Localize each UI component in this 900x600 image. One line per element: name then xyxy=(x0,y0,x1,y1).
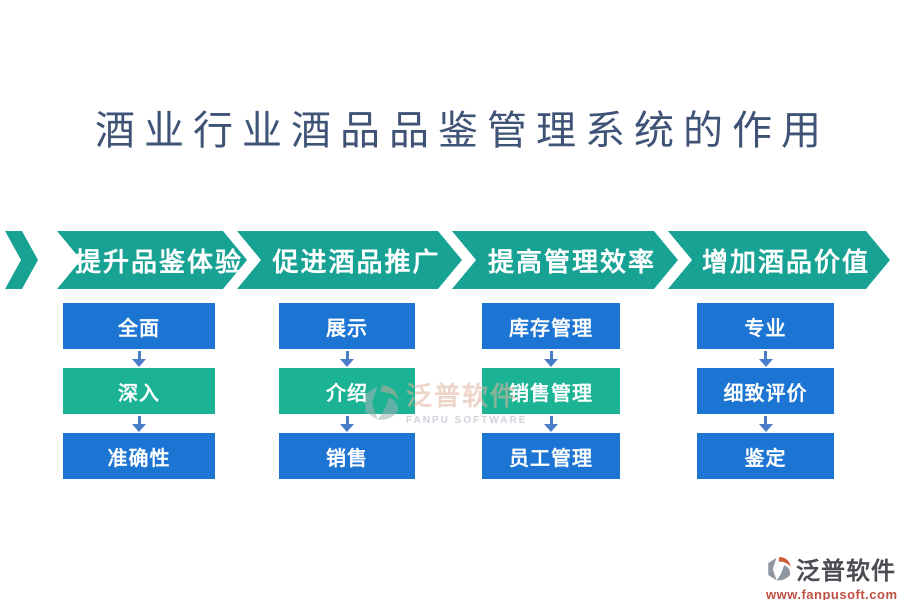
down-arrow-icon xyxy=(482,349,620,368)
flow-box: 销售管理 xyxy=(482,368,620,414)
banner-increase-value: 增加酒品价值 xyxy=(668,231,890,289)
banner-label: 促进酒品推广 xyxy=(272,247,441,277)
watermark-brand-en: FANPU SOFTWARE xyxy=(406,415,528,426)
banner-management-efficiency: 提高管理效率 xyxy=(452,231,678,289)
flow-box: 细致评价 xyxy=(697,368,834,414)
footer-url: www.fanpusoft.com xyxy=(766,587,898,600)
watermark-brand: 泛普软件 xyxy=(406,381,519,411)
flow-column-tasting: 全面 深入 准确性 xyxy=(63,303,215,479)
flow-box: 库存管理 xyxy=(482,303,620,349)
down-arrow-icon xyxy=(697,349,834,368)
flow-box: 员工管理 xyxy=(482,433,620,479)
flow-box: 全面 xyxy=(63,303,215,349)
footer-logo: 泛普软件 www.fanpusoft.com xyxy=(766,551,898,600)
flow-column-value: 专业 细致评价 鉴定 xyxy=(697,303,834,479)
flow-box: 销售 xyxy=(279,433,415,479)
flow-column-promotion: 展示 介绍 销售 xyxy=(279,303,415,479)
down-arrow-icon xyxy=(63,349,215,368)
down-arrow-icon xyxy=(279,414,415,433)
down-arrow-icon xyxy=(279,349,415,368)
footer-brand: 泛普软件 xyxy=(796,558,896,585)
banner-promote-products: 促进酒品推广 xyxy=(237,231,462,289)
down-arrow-icon xyxy=(63,414,215,433)
flow-box: 展示 xyxy=(279,303,415,349)
banner-enhance-tasting: 提升品鉴体验 xyxy=(57,231,247,289)
banner-label: 提升品鉴体验 xyxy=(74,247,243,277)
down-arrow-icon xyxy=(482,414,620,433)
chevron-lead-icon xyxy=(5,231,38,289)
flow-column-efficiency: 库存管理 销售管理 员工管理 xyxy=(482,303,620,479)
fanpu-logo-icon xyxy=(365,385,399,420)
down-arrow-icon xyxy=(697,414,834,433)
center-watermark: 泛普软件 FANPU SOFTWARE xyxy=(362,383,527,428)
flow-box: 鉴定 xyxy=(697,433,834,479)
banner-label: 提高管理效率 xyxy=(487,247,656,277)
fanpu-logo-icon xyxy=(768,556,791,580)
flow-box: 准确性 xyxy=(63,433,215,479)
page-title: 酒业行业酒品品鉴管理系统的作用 xyxy=(95,108,830,153)
flow-box: 深入 xyxy=(63,368,215,414)
banner-label: 增加酒品价值 xyxy=(701,247,870,277)
flow-box: 专业 xyxy=(697,303,834,349)
